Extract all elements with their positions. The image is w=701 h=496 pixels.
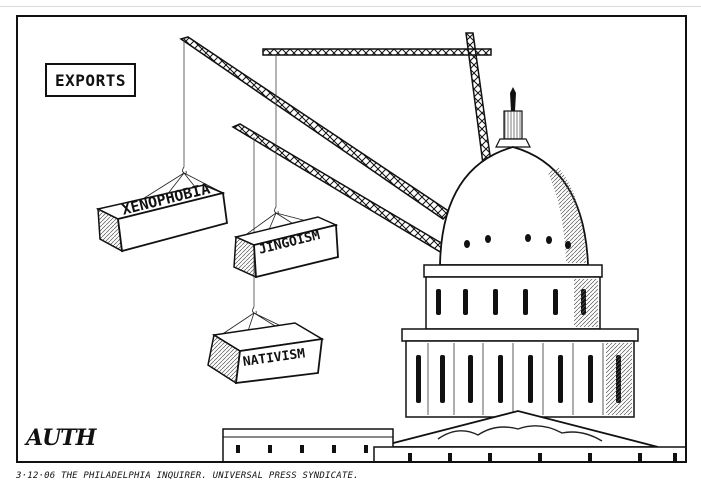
artist-signature: AUTH [26,425,96,451]
block-nativism [207,322,325,385]
exports-sign: EXPORTS [45,63,136,97]
block-jingoism [233,216,339,279]
crane-jib [262,48,492,56]
cartoon-panel: EXPORTS XENOPHOBIA JINGOISM NATIVISM AUT… [16,15,687,463]
cartoon-illustration [95,32,685,461]
block-xenophobia [95,184,228,253]
capitol-dome [439,146,589,266]
capitol-drum [401,264,639,418]
publication-credit: 3·12·06 THE PHILADELPHIA INQUIRER. UNIVE… [16,471,359,481]
page-top-divider [0,6,701,7]
exports-sign-text: EXPORTS [55,70,126,90]
hook-slings [129,166,331,340]
capitol-lantern [495,110,531,148]
capitol-wings [222,428,685,461]
capitol-statue [510,87,516,111]
